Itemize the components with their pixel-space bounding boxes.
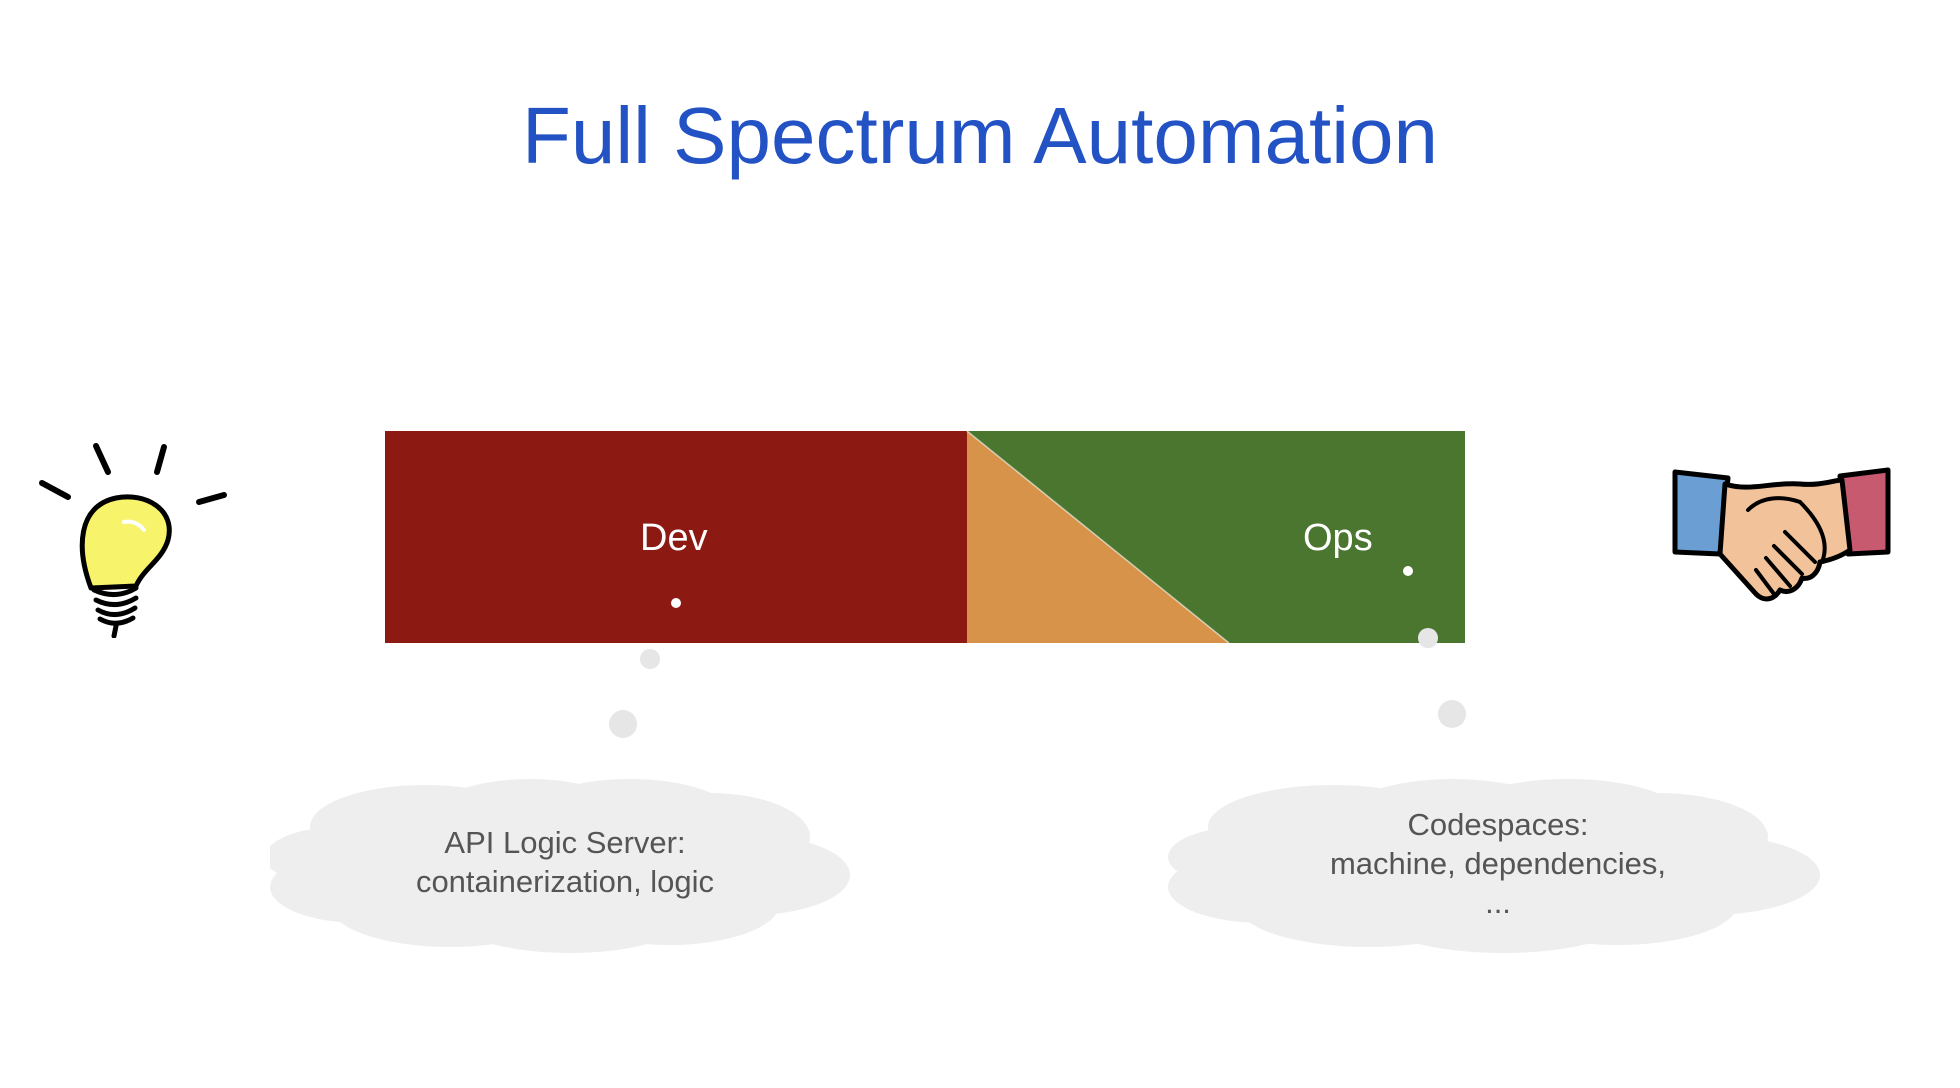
thought-cloud-ops: Codespaces: machine, dependencies, ... [1168,775,1828,955]
thought-dot [1403,566,1413,576]
cloud-ops-line-1: Codespaces: [1407,807,1589,842]
cloud-shape [1168,779,1820,953]
thought-dot [671,598,681,608]
dev-label: Dev [640,517,708,559]
thought-dot [640,649,660,669]
cloud-ops-line-3: ... [1485,885,1511,920]
cloud-dev-line-1: API Logic Server: [444,825,686,860]
thought-dot [609,710,637,738]
thought-dot [1438,700,1466,728]
cloud-ops-line-2: machine, dependencies, [1329,846,1667,881]
lightbulb-icon [39,443,227,638]
spectrum-bar [385,431,1465,644]
handshake-icon [1672,467,1891,602]
cloud-dev-line-2: containerization, logic [415,864,715,899]
thought-dot [1418,628,1438,648]
slide-title: Full Spectrum Automation [522,91,1438,180]
ops-label: Ops [1303,517,1373,559]
cloud-shape [265,779,850,953]
thought-cloud-dev: API Logic Server: containerization, logi… [265,775,860,955]
